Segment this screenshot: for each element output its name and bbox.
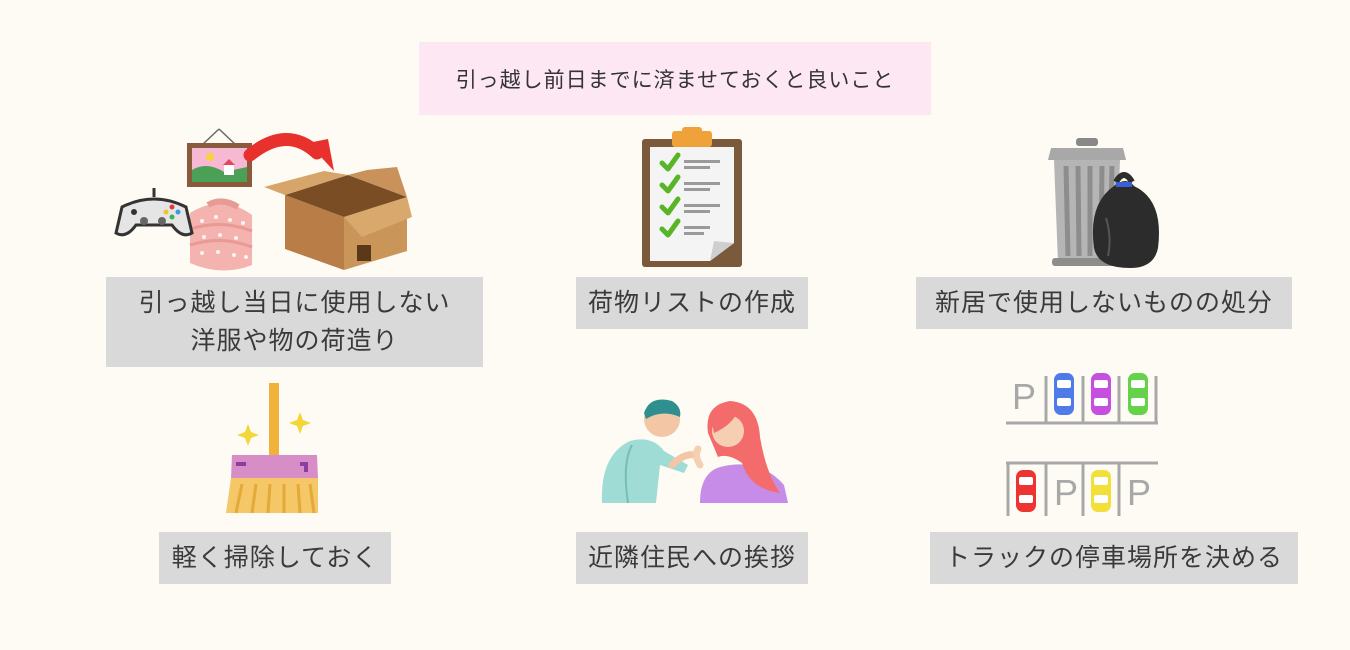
item-label-disposal: 新居で使用しないものの処分 [916,277,1292,329]
item-label-greeting: 近隣住民への挨拶 [576,532,808,584]
item-label-line: 新居で使用しないものの処分 [934,288,1273,317]
item-label-line: トラックの停車場所を決める [944,543,1283,572]
folded-clothes-icon [189,198,253,271]
parking-sign: P [1054,472,1079,513]
page-title: 引っ越し前日までに済ませておくと良いこと [419,42,931,115]
sparkle-icon [237,412,311,446]
parking-sign: P [1012,376,1037,417]
car-icon-yellow [1091,470,1111,512]
picture-frame-icon [187,128,252,187]
parking-sign: P [1127,472,1152,513]
red-arrow-icon [243,133,334,171]
parking-lot-illustration: P P P [1006,368,1158,523]
item-label-packing: 引っ越し当日に使用しない 洋服や物の荷造り [106,277,483,367]
trash-can-icon [1048,138,1159,268]
neighbors-greeting-illustration [601,399,788,504]
item-label-line: 近隣住民への挨拶 [587,543,796,572]
broom-icon [226,383,318,514]
item-label-cleaning: 軽く掃除しておく [159,532,391,584]
car-icon-blue [1054,373,1074,415]
man-bowing-icon [601,399,698,504]
item-label-list: 荷物リストの作成 [576,277,808,329]
car-icon-green [1128,373,1148,415]
item-label-line: 荷物リストの作成 [587,288,796,317]
parking-lines [1006,373,1158,516]
packing-illustration [114,128,412,271]
car-icon-purple [1091,373,1111,415]
item-label-line: 引っ越し当日に使用しない [138,288,451,317]
item-label-line: 洋服や物の荷造り [190,326,399,355]
clipboard-checklist-icon [642,127,742,267]
item-label-truck-parking: トラックの停車場所を決める [930,532,1298,584]
game-controller-icon [114,188,194,237]
car-icon-red [1016,470,1036,512]
cardboard-box-icon [264,167,412,270]
item-label-line: 軽く掃除しておく [171,543,379,572]
garbage-bag-icon [1092,172,1159,268]
woman-bowing-icon [692,401,788,503]
